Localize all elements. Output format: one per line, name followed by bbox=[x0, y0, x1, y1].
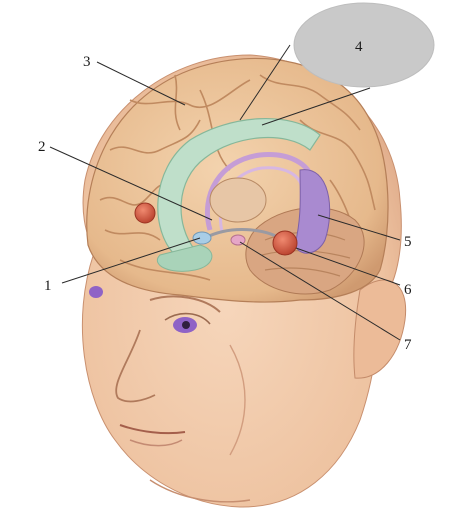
fornix bbox=[204, 152, 315, 231]
leader-2 bbox=[49, 146, 213, 221]
ear bbox=[353, 279, 407, 379]
label-3: 3 bbox=[83, 54, 91, 70]
lower-lip bbox=[129, 439, 183, 447]
leader-lines bbox=[49, 44, 401, 341]
limbic-ring bbox=[157, 117, 321, 256]
leader-3 bbox=[96, 61, 186, 106]
label-5: 5 bbox=[404, 234, 412, 250]
label-6: 6 bbox=[404, 282, 412, 298]
left-eyelid bbox=[164, 312, 211, 325]
label-1: 1 bbox=[44, 278, 52, 294]
cheek-line bbox=[229, 344, 246, 456]
mouth bbox=[119, 424, 186, 435]
label-4: 4 bbox=[355, 39, 363, 55]
label-4-oval bbox=[293, 2, 435, 88]
label-7: 7 bbox=[404, 337, 412, 353]
nose bbox=[115, 329, 156, 403]
violet-structure bbox=[294, 169, 331, 254]
leader-5 bbox=[317, 214, 401, 241]
blue-node bbox=[192, 231, 212, 245]
face-features bbox=[89, 286, 251, 503]
leader-4a bbox=[239, 44, 291, 121]
leader-4b bbox=[261, 87, 371, 126]
chin bbox=[149, 479, 251, 503]
label-2: 2 bbox=[38, 139, 46, 155]
red-node-right bbox=[272, 230, 298, 256]
thalamus bbox=[209, 177, 267, 223]
leader-1 bbox=[61, 237, 201, 284]
limbic-ring-tail bbox=[157, 244, 213, 272]
leader-6 bbox=[295, 247, 401, 286]
red-node-left bbox=[134, 202, 156, 224]
brow bbox=[149, 295, 221, 313]
leader-7 bbox=[239, 241, 401, 341]
left-eye-pupil bbox=[182, 321, 190, 329]
right-eye-iris bbox=[89, 286, 103, 298]
